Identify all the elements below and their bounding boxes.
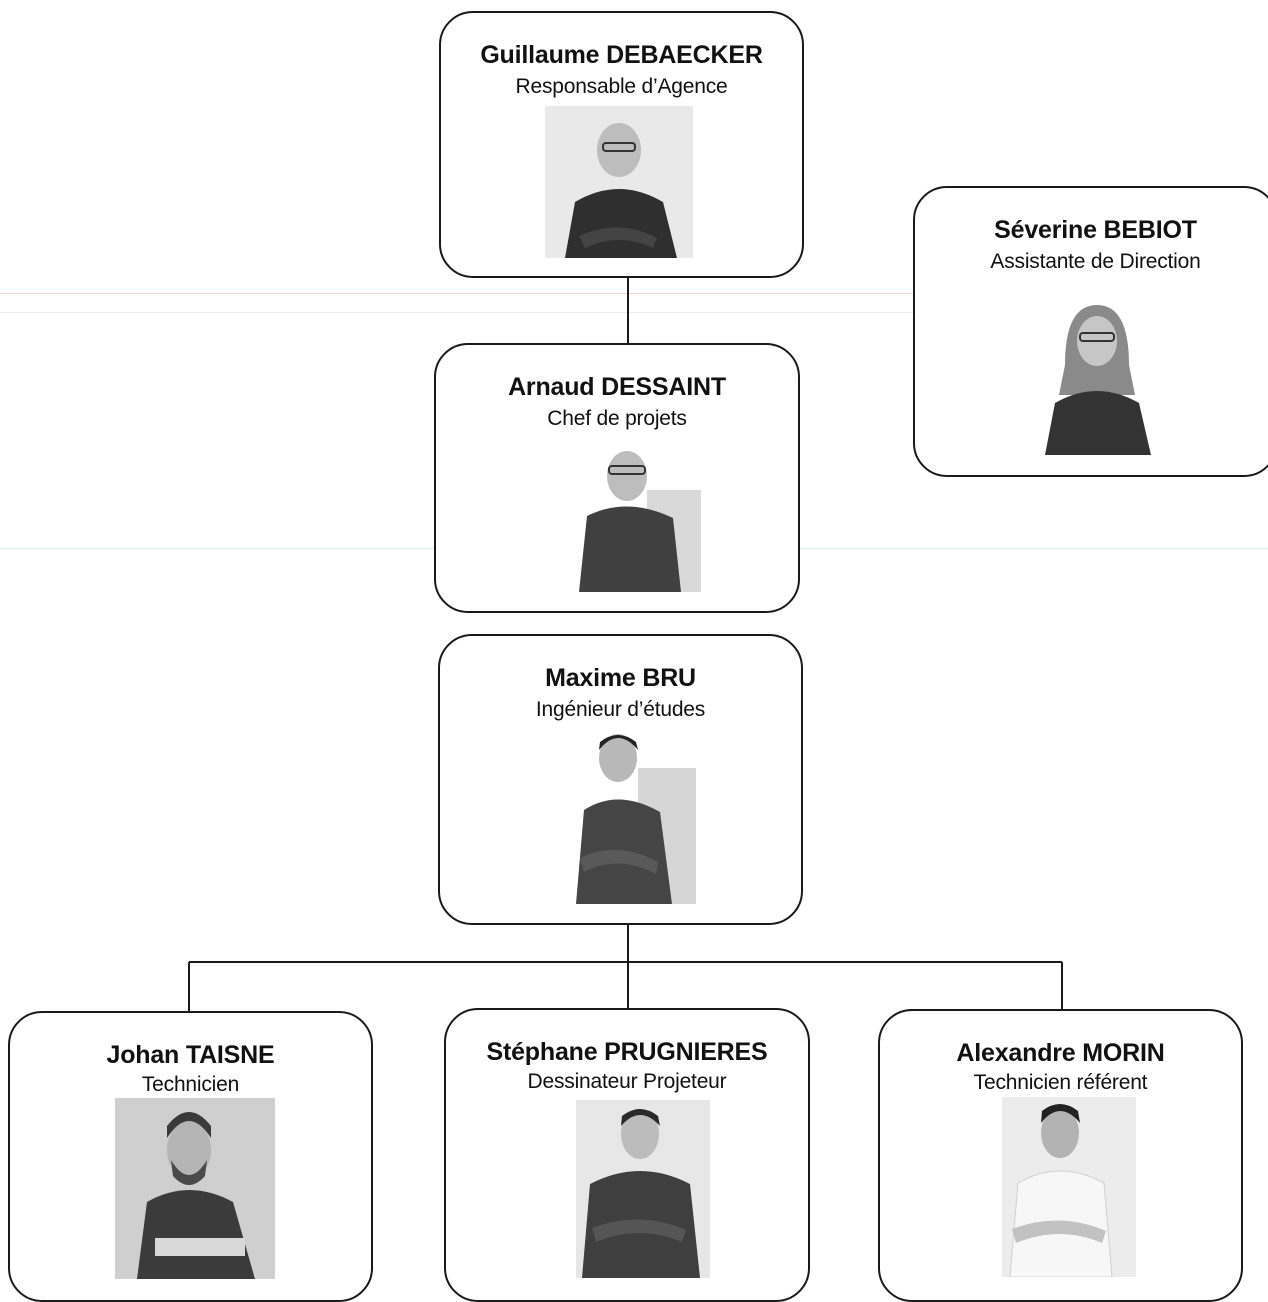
portrait-photo: [577, 440, 701, 592]
portrait-photo: [545, 106, 693, 258]
scan-artifact-line: [0, 293, 1268, 294]
portrait-photo: [576, 1100, 710, 1278]
person-role: Technicien référent: [973, 1071, 1148, 1094]
card-dessaint: Arnaud DESSAINT Chef de projets: [434, 343, 800, 613]
portrait-photo: [1035, 295, 1159, 455]
person-name: Johan TAISNE: [106, 1041, 275, 1069]
card-taisne: Johan TAISNE Technicien: [8, 1011, 373, 1302]
portrait-photo: [115, 1098, 275, 1279]
card-debaecker: Guillaume DEBAECKER Responsable d’Agence: [439, 11, 804, 278]
card-prugnieres: Stéphane PRUGNIERES Dessinateur Projeteu…: [444, 1008, 810, 1302]
scan-artifact-line: [0, 312, 1268, 313]
person-name: Séverine BEBIOT: [994, 216, 1197, 244]
person-name: Guillaume DEBAECKER: [480, 41, 763, 69]
person-name: Arnaud DESSAINT: [508, 373, 726, 401]
person-name: Stéphane PRUGNIERES: [486, 1038, 768, 1066]
person-role: Ingénieur d’études: [535, 698, 706, 721]
person-role: Responsable d’Agence: [515, 75, 728, 98]
card-morin: Alexandre MORIN Technicien référent: [878, 1009, 1243, 1302]
portrait-photo: [1002, 1097, 1136, 1277]
card-bru: Maxime BRU Ingénieur d’études: [438, 634, 803, 925]
person-role: Assistante de Direction: [990, 250, 1201, 273]
person-role: Technicien: [141, 1073, 240, 1096]
person-role: Chef de projets: [547, 407, 687, 430]
person-name: Alexandre MORIN: [956, 1039, 1165, 1067]
card-bebiot: Séverine BEBIOT Assistante de Direction: [913, 186, 1268, 477]
person-role: Dessinateur Projeteur: [527, 1070, 727, 1093]
person-name: Maxime BRU: [545, 664, 696, 692]
portrait-photo: [572, 728, 696, 904]
